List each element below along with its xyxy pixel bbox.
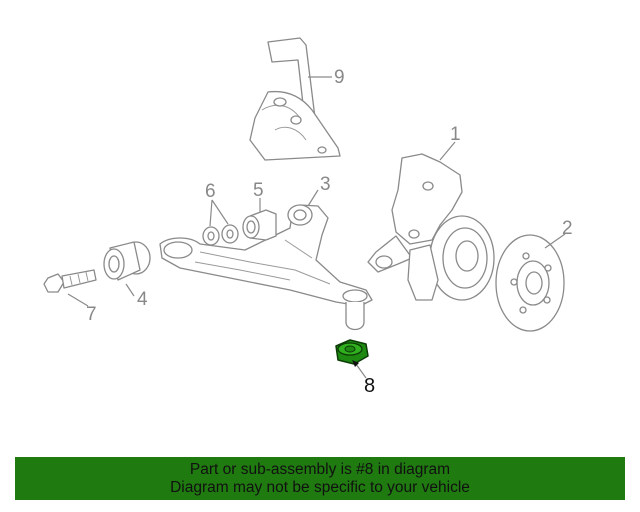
- callout-1: 1: [450, 124, 461, 145]
- callout-4: 4: [137, 289, 148, 310]
- callout-3: 3: [320, 174, 331, 195]
- suspension-parts-diagram: 1 2 3 4 5 6 7 8 9: [43, 37, 573, 397]
- part-1-steering-knuckle[interactable]: [367, 141, 495, 301]
- part-4-bushing[interactable]: [103, 241, 151, 297]
- part-5-bushing[interactable]: [242, 198, 277, 241]
- callout-6: 6: [205, 181, 216, 202]
- callout-7: 7: [86, 304, 97, 325]
- part-2-hub-rotor[interactable]: [495, 233, 566, 332]
- callout-2: 2: [562, 218, 573, 239]
- info-banner: Part or sub-assembly is #8 in diagram Di…: [15, 457, 625, 500]
- callout-9: 9: [334, 67, 345, 88]
- part-9-mount-bracket[interactable]: [249, 37, 341, 161]
- part-3-lower-control-arm[interactable]: [159, 189, 373, 331]
- part-8-castle-nut[interactable]: [335, 339, 369, 379]
- part-7-bolt[interactable]: [43, 269, 97, 307]
- callout-8: 8: [364, 375, 375, 397]
- callout-5: 5: [253, 180, 264, 201]
- banner-line-disclaimer: Diagram may not be specific to your vehi…: [170, 478, 470, 496]
- part-6-washers[interactable]: [202, 199, 239, 246]
- banner-line-part: Part or sub-assembly is #8 in diagram: [189, 460, 451, 478]
